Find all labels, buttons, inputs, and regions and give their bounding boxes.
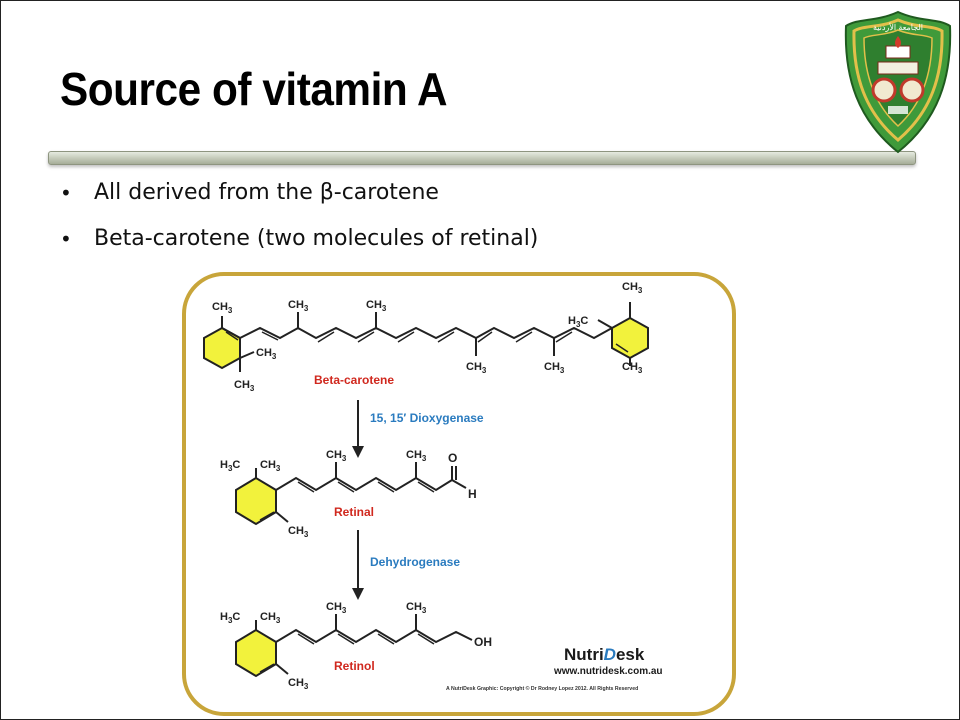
shield-gold-border-icon (852, 18, 944, 142)
figure-frame (182, 272, 736, 716)
vitamin-a-pathway-figure: CH3 CH3 CH3 CH3 CH3 CH3 CH3 CH3 H3C CH3 … (182, 272, 736, 716)
title-divider-bar (48, 151, 916, 165)
bullet-dot-icon: • (60, 181, 72, 205)
svg-text:CH3: CH3 (622, 281, 643, 295)
bullet-text: All derived from the β-carotene (94, 180, 439, 205)
bullet-dot-icon: • (60, 227, 72, 251)
svg-text:CH3: CH3 (288, 299, 309, 313)
brand-url: www.nutridesk.com.au (553, 666, 663, 677)
beta-chain (239, 326, 613, 340)
svg-text:CH3: CH3 (234, 379, 255, 393)
svg-text:H3C: H3C (568, 315, 588, 329)
logo-arabic-text: الجامعة الأردنية (873, 22, 923, 32)
slide-title: Source of vitamin A (60, 63, 448, 115)
label-enzyme-dehydrogenase: Dehydrogenase (370, 555, 460, 569)
svg-text:OH: OH (474, 635, 492, 649)
banner-icon (877, 61, 919, 75)
arrow-down-icon (352, 588, 364, 600)
right-seal-icon (899, 77, 925, 103)
svg-text:CH3: CH3 (366, 299, 387, 313)
svg-text:CH3: CH3 (406, 601, 427, 615)
svg-text:H: H (468, 487, 477, 501)
left-seal-icon (871, 77, 897, 103)
label-enzyme-dioxygenase: 15, 15′ Dioxygenase (370, 411, 484, 425)
svg-text:CH3: CH3 (260, 611, 281, 625)
arrow-down-icon (352, 446, 364, 458)
svg-text:CH3: CH3 (466, 361, 487, 375)
bullet-item: • Beta-carotene (two molecules of retinal… (60, 222, 538, 268)
beta-ring-right (611, 316, 649, 360)
svg-text:CH3: CH3 (212, 301, 233, 315)
svg-text:CH3: CH3 (326, 601, 347, 615)
svg-text:CH3: CH3 (288, 677, 309, 691)
svg-text:CH3: CH3 (260, 459, 281, 473)
svg-text:CH3: CH3 (544, 361, 565, 375)
bullet-list: • All derived from the β-carotene • Beta-c… (60, 176, 538, 268)
label-beta-carotene: Beta-carotene (314, 373, 394, 387)
date-plate-icon (888, 106, 908, 114)
bullet-item: • All derived from the β-carotene (60, 176, 538, 222)
brand-name: NutriDesk (564, 645, 645, 664)
svg-text:CH3: CH3 (622, 361, 643, 375)
label-retinal: Retinal (334, 505, 374, 519)
retinol-chain (275, 628, 473, 644)
brand-copyright: A NutriDesk Graphic: Copyright © Dr Rodn… (446, 685, 638, 692)
svg-text:CH3: CH3 (326, 449, 347, 463)
label-retinol: Retinol (334, 659, 375, 673)
flame-icon (895, 36, 901, 48)
retinal-chain (275, 476, 453, 492)
bullet-text: Beta-carotene (two molecules of retinal) (94, 226, 539, 251)
svg-text:CH3: CH3 (288, 525, 309, 539)
svg-text:O: O (448, 451, 457, 465)
university-logo: الجامعة الأردنية (844, 10, 952, 154)
svg-text:H3C: H3C (220, 611, 240, 625)
svg-text:H3C: H3C (220, 459, 240, 473)
svg-text:CH3: CH3 (256, 347, 277, 361)
svg-text:CH3: CH3 (406, 449, 427, 463)
